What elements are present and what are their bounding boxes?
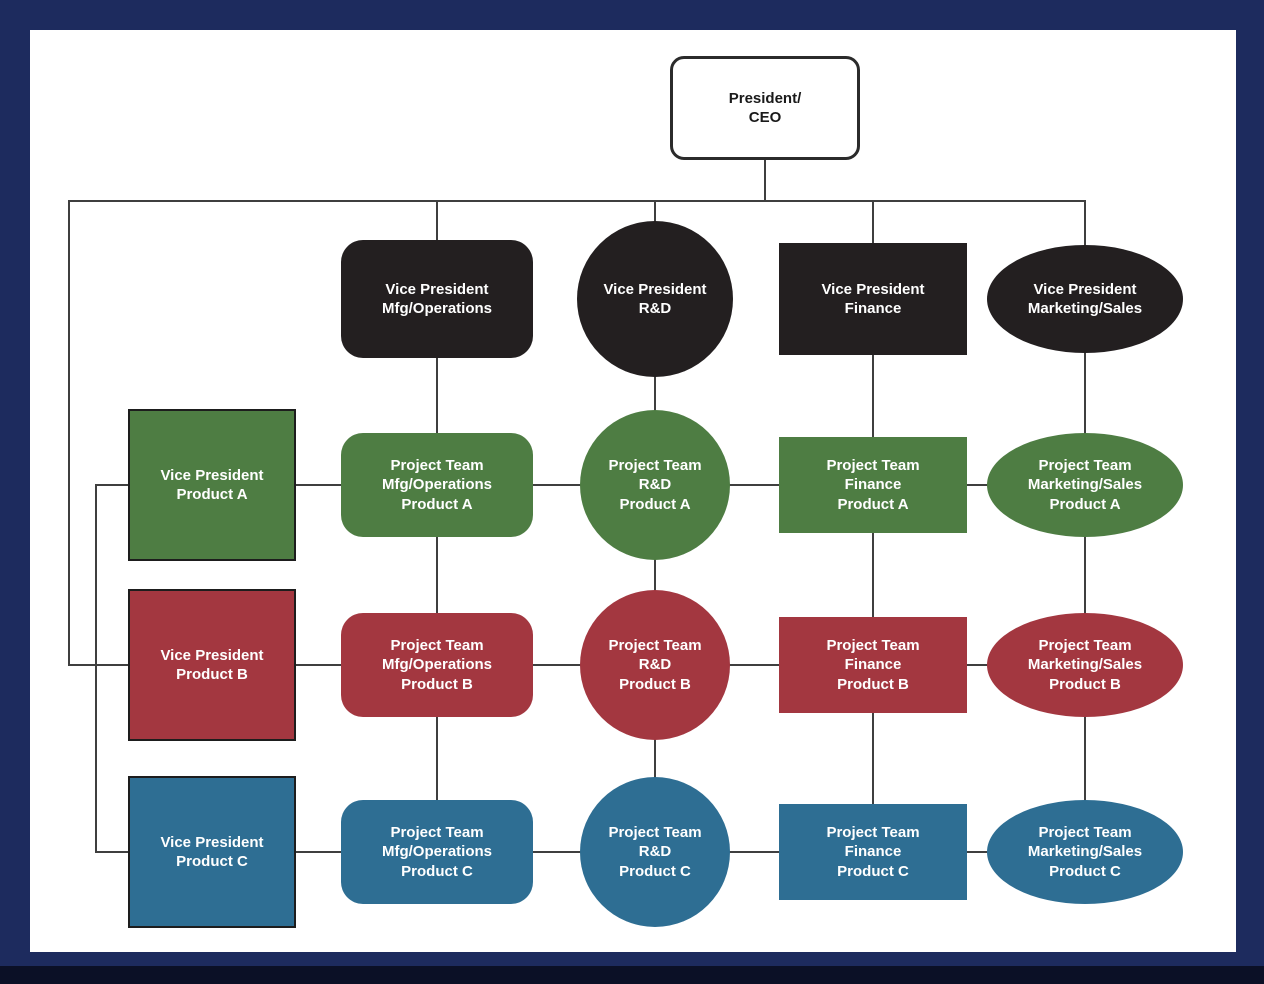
node-team-mfg-product-c: Project Team Mfg/Operations Product C xyxy=(341,800,533,904)
connector-stub-product-a xyxy=(95,484,135,486)
node-team-mfg-product-b: Project Team Mfg/Operations Product B xyxy=(341,613,533,717)
node-label: Project Team Mfg/Operations Product C xyxy=(381,823,492,880)
connector-spine-mfg xyxy=(436,356,438,852)
node-vp-finance: Vice President Finance xyxy=(779,243,967,355)
node-label: President/ CEO xyxy=(728,89,802,127)
node-label: Vice President Product A xyxy=(160,466,264,504)
node-label: Project Team R&D Product C xyxy=(608,823,702,880)
connector-drop-marketing xyxy=(1084,200,1086,250)
node-team-marketing-product-a: Project Team Marketing/Sales Product A xyxy=(987,433,1183,537)
node-president-ceo: President/ CEO xyxy=(670,56,860,160)
node-team-rd-product-c: Project Team R&D Product C xyxy=(580,777,730,927)
node-label: Vice President Product C xyxy=(160,833,264,871)
node-label: Project Team R&D Product B xyxy=(608,636,702,693)
node-team-marketing-product-c: Project Team Marketing/Sales Product C xyxy=(987,800,1183,904)
node-label: Vice President Product B xyxy=(160,646,264,684)
node-label: Project Team Marketing/Sales Product B xyxy=(1027,636,1143,693)
node-label: Project Team Mfg/Operations Product A xyxy=(381,456,492,513)
node-team-finance-product-b: Project Team Finance Product B xyxy=(779,617,967,713)
connector-drop-mfg xyxy=(436,200,438,244)
connector-stub-product-c xyxy=(95,851,135,853)
node-label: Project Team Finance Product B xyxy=(826,636,920,693)
node-label: Vice President R&D xyxy=(603,280,707,318)
node-team-mfg-product-a: Project Team Mfg/Operations Product A xyxy=(341,433,533,537)
node-vp-marketing-sales: Vice President Marketing/Sales xyxy=(987,245,1183,353)
node-vp-rd: Vice President R&D xyxy=(577,221,733,377)
node-label: Project Team Marketing/Sales Product A xyxy=(1027,456,1143,513)
connector-stub-product-b xyxy=(68,664,135,666)
node-label: Vice President Finance xyxy=(821,280,925,318)
node-label: Project Team R&D Product A xyxy=(608,456,702,513)
node-team-rd-product-b: Project Team R&D Product B xyxy=(580,590,730,740)
node-vp-product-b: Vice President Product B xyxy=(128,589,296,741)
connector-ceo-drop xyxy=(764,160,766,202)
connector-drop-finance xyxy=(872,200,874,248)
connector-spine-finance xyxy=(872,353,874,852)
node-team-finance-product-a: Project Team Finance Product A xyxy=(779,437,967,533)
node-label: Vice President Marketing/Sales xyxy=(1027,280,1143,318)
node-team-rd-product-a: Project Team R&D Product A xyxy=(580,410,730,560)
node-vp-mfg-operations: Vice President Mfg/Operations xyxy=(341,240,533,358)
connector-left-inner xyxy=(95,484,97,853)
node-vp-product-a: Vice President Product A xyxy=(128,409,296,561)
node-team-marketing-product-b: Project Team Marketing/Sales Product B xyxy=(987,613,1183,717)
connector-left-outer xyxy=(68,200,70,666)
node-label: Project Team Mfg/Operations Product B xyxy=(381,636,492,693)
node-label: Project Team Marketing/Sales Product C xyxy=(1027,823,1143,880)
node-label: Project Team Finance Product A xyxy=(826,456,920,513)
bottom-edge-strip xyxy=(0,966,1264,984)
node-team-finance-product-c: Project Team Finance Product C xyxy=(779,804,967,900)
node-vp-product-c: Vice President Product C xyxy=(128,776,296,928)
node-label: Project Team Finance Product C xyxy=(826,823,920,880)
connector-drop-rd xyxy=(654,200,656,228)
connector-spine-marketing xyxy=(1084,351,1086,852)
node-label: Vice President Mfg/Operations xyxy=(381,280,492,318)
connector-top-bus xyxy=(68,200,1086,202)
